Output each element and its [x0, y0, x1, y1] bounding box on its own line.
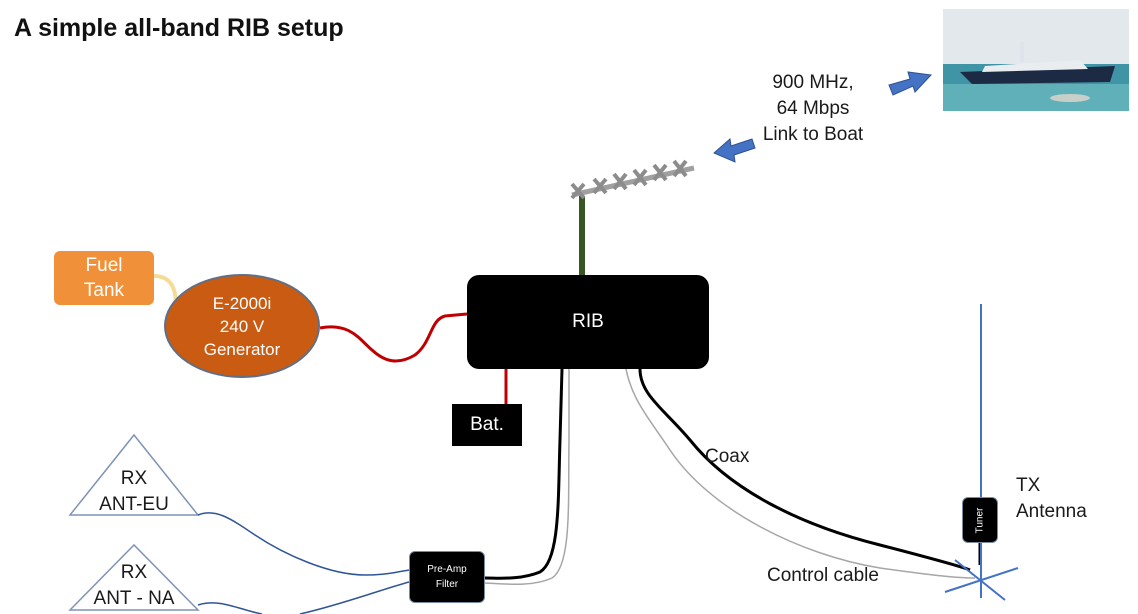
rx-ant-eu-line2: ANT-EU: [99, 494, 169, 515]
power-cable: [319, 312, 468, 363]
generator-line3: Generator: [203, 339, 281, 359]
coax-label: Coax: [705, 446, 750, 467]
link-label: 900 MHz, 64 Mbps Link to Boat: [755, 70, 871, 148]
arrow-to-antenna-icon: [713, 138, 756, 163]
link-label-line3: Link to Boat: [762, 124, 864, 145]
tx-antenna-label: TX Antenna: [1016, 473, 1087, 525]
tx-antenna-line1: TX: [1016, 475, 1041, 496]
rx-ant-na-line2: ANT - NA: [93, 588, 175, 609]
preamp-filter-box: Pre-Amp Filter: [409, 551, 485, 603]
generator: E-2000i 240 V Generator: [164, 274, 320, 378]
rx-ant-na-triangle: [68, 543, 200, 611]
preamp-coax: [484, 368, 564, 580]
fuel-tank-line2: Tank: [83, 280, 125, 301]
tuner-label: Tuner: [974, 507, 986, 533]
tx-antenna-line2: Antenna: [1016, 501, 1087, 522]
rx-ant-eu-triangle: [68, 433, 200, 516]
rib-box: RIB: [467, 275, 709, 369]
coax-cable: [638, 368, 971, 572]
preamp-line1: Pre-Amp: [427, 564, 467, 575]
rx-ant-na-line1: RX: [120, 562, 148, 583]
tx-antenna-base-icon: [944, 543, 1019, 601]
rx-ant-eu-line1: RX: [120, 468, 148, 489]
control-cable: [625, 368, 976, 579]
battery-label: Bat.: [470, 414, 504, 435]
fuel-tank: Fuel Tank: [54, 251, 154, 305]
rx-ant-eu-label: RX ANT-EU: [80, 466, 188, 518]
generator-line2: 240 V: [219, 316, 265, 336]
preamp-control-cable: [484, 369, 570, 586]
page-title: A simple all-band RIB setup: [14, 14, 344, 42]
generator-line1: E-2000i: [212, 293, 272, 313]
fuel-tank-line1: Fuel: [85, 255, 123, 276]
preamp-line2: Filter: [435, 579, 459, 590]
control-cable-label: Control cable: [767, 565, 879, 586]
rib-label: RIB: [572, 311, 604, 332]
yagi-antenna-icon: [570, 159, 695, 200]
rx-na-cable: [197, 581, 410, 614]
tuner-box: Tuner: [962, 497, 998, 543]
rx-eu-cable: [197, 511, 410, 576]
link-label-line1: 900 MHz,: [772, 72, 854, 93]
battery-box: Bat.: [452, 404, 522, 446]
link-label-line2: 64 Mbps: [776, 98, 850, 119]
boat-photo: [943, 9, 1129, 111]
arrow-to-boat-icon: [888, 71, 933, 96]
rx-ant-na-label: RX ANT - NA: [80, 560, 188, 612]
